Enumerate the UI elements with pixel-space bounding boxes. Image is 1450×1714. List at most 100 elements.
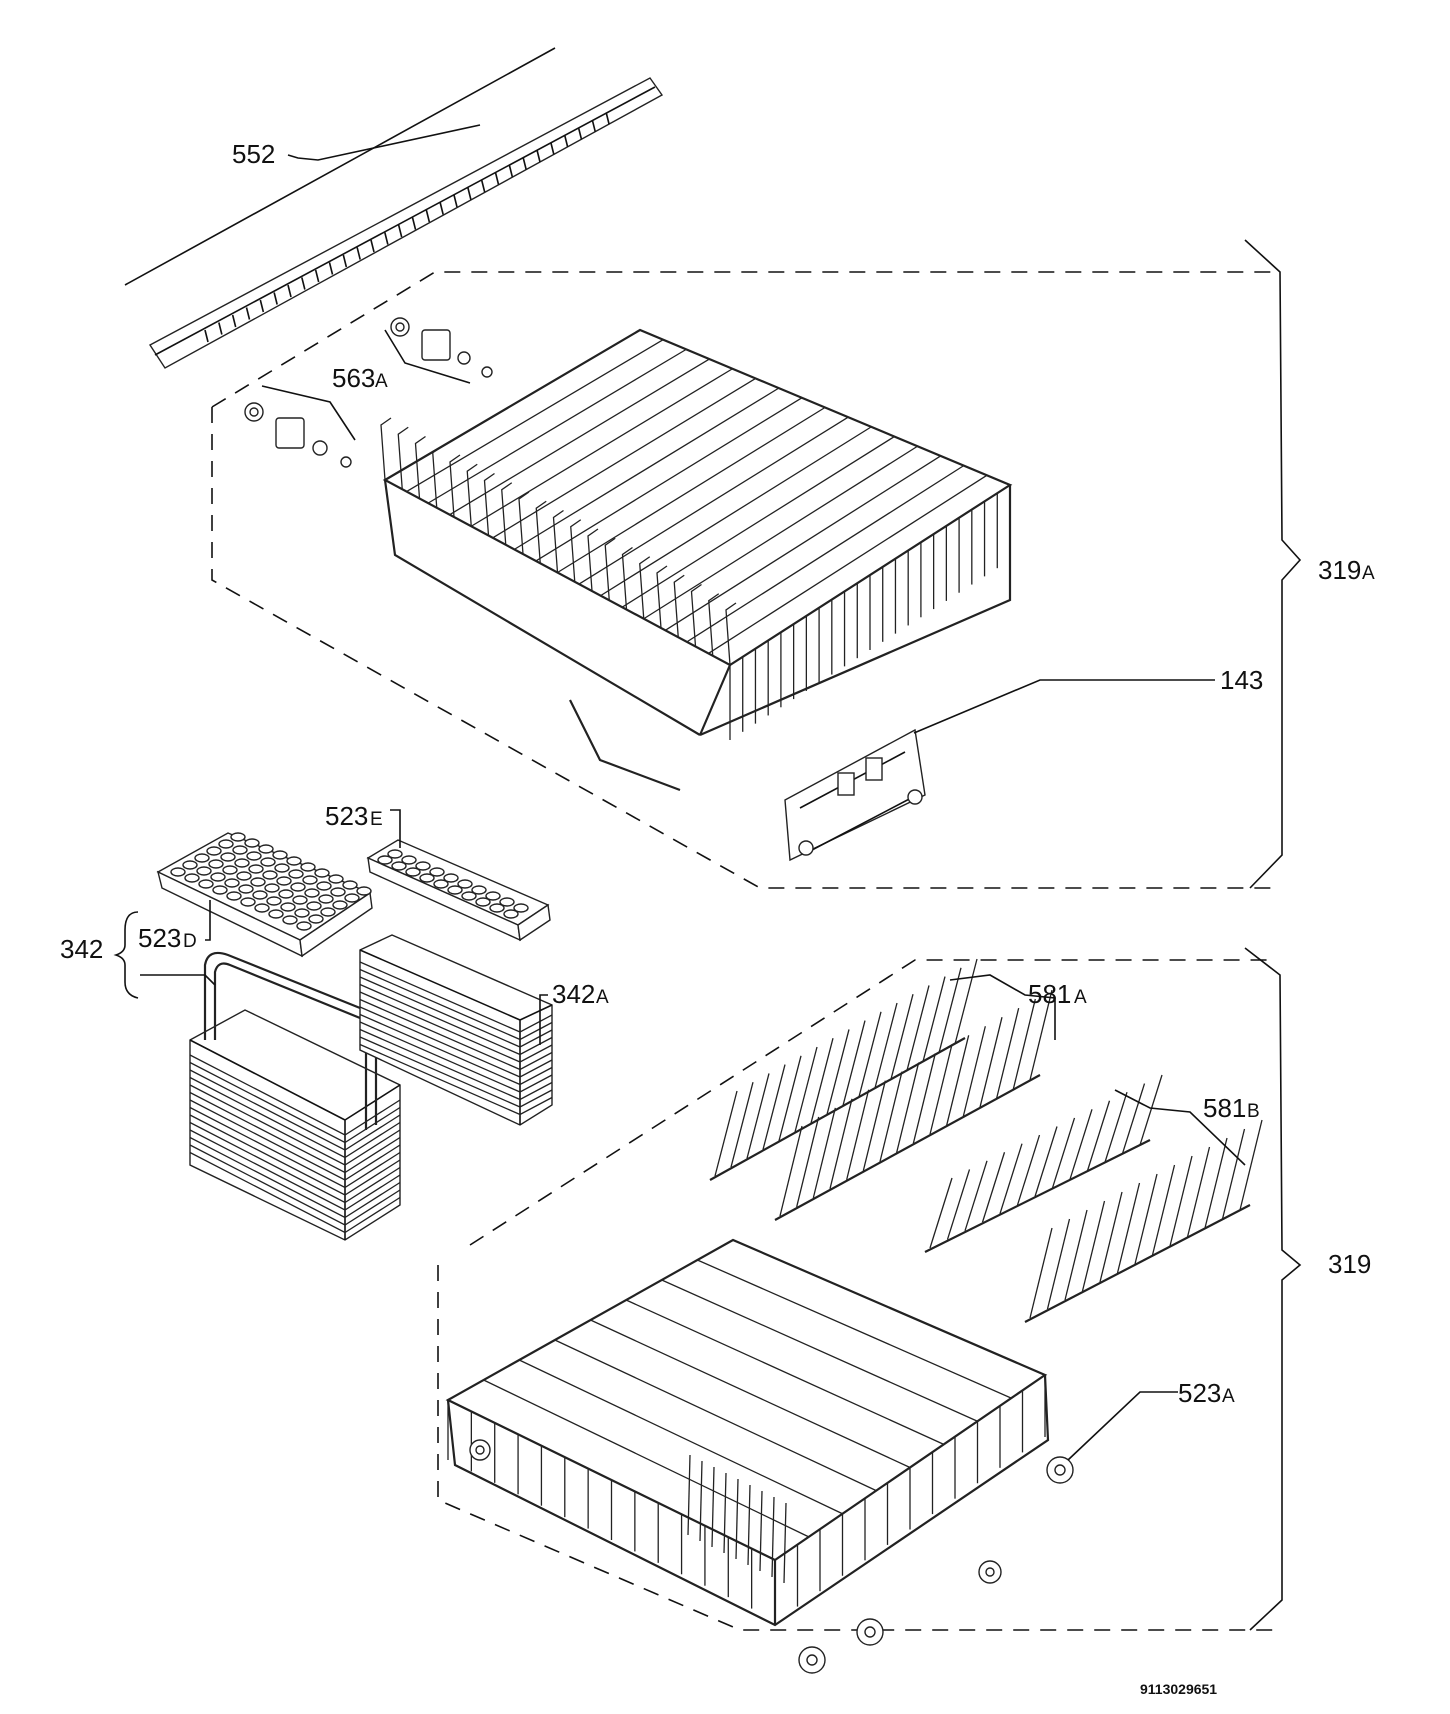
rack-tine (725, 602, 737, 666)
rack-tine (397, 426, 409, 490)
grid-hole (344, 893, 360, 903)
rack-tine (466, 463, 478, 527)
rack-wire (661, 1279, 978, 1422)
rack-tine (1016, 1134, 1041, 1206)
rack-tine (1134, 1173, 1158, 1265)
grid-hole (244, 838, 260, 848)
rail-slot (591, 119, 597, 133)
rack-wire (535, 397, 803, 562)
rack-tine (1081, 1200, 1106, 1292)
rack-tine (1221, 1128, 1246, 1220)
rack-tine (762, 1064, 786, 1150)
rack-tine (1139, 1074, 1163, 1146)
basket-ring (189, 1091, 401, 1174)
grid-hole (356, 886, 372, 896)
grid-hole (290, 882, 306, 892)
grid-hole (433, 879, 449, 889)
basket-ring (359, 998, 553, 1071)
grid-hole (332, 900, 348, 910)
label-319a: 319 A (1318, 555, 1375, 585)
rail-slot (328, 262, 334, 275)
basket-ring (189, 1099, 401, 1181)
cutlery-grid-523d (156, 832, 373, 958)
grid-hole (489, 903, 505, 913)
wheel-523a (1046, 1456, 1074, 1484)
grid-hole (266, 896, 282, 906)
rack-wire (470, 368, 733, 527)
rack-tine (735, 1478, 739, 1560)
rack-tine (1069, 1109, 1093, 1180)
rail-slot (314, 269, 320, 283)
grid-hole (461, 891, 477, 901)
grid-hole (471, 885, 487, 895)
lower-basket (445, 1238, 1050, 1674)
rack-tine (730, 1082, 754, 1168)
rail-slot (467, 187, 472, 200)
rack-tine (690, 583, 702, 647)
rack-wire (708, 474, 988, 654)
rack-tine (996, 1007, 1020, 1099)
grid-hole (499, 897, 515, 907)
rack-tine (639, 556, 651, 619)
grid-hole (250, 877, 266, 887)
grid-hole (296, 921, 312, 931)
rail-slot (384, 232, 389, 245)
part-number-581a: 581 (1028, 979, 1071, 1009)
rack-wire (697, 1259, 1012, 1399)
basket-ring (189, 1061, 401, 1144)
rack-tine (862, 1080, 886, 1171)
rack-tine (414, 435, 426, 499)
upper-basket (380, 328, 1013, 792)
rack-wire (578, 416, 849, 585)
basket-ring (359, 1013, 553, 1086)
rack-wire (554, 1339, 877, 1492)
grid-hole (429, 867, 445, 877)
rail-slot (522, 157, 527, 170)
grid-hole (218, 839, 234, 849)
label-319: 319 (1328, 1249, 1371, 1279)
rack-tine (979, 1017, 1003, 1108)
basket-ring (189, 1121, 401, 1204)
grid-hole (306, 901, 322, 911)
grid-hole (415, 861, 431, 871)
grid-hole (278, 889, 294, 899)
rack-wire (625, 1299, 945, 1445)
rack-tine (981, 1152, 1006, 1223)
grid-hole (236, 871, 252, 881)
rail-slot (204, 329, 209, 343)
label-342a: 342 A (539, 979, 609, 1045)
rack-wire (483, 1379, 810, 1538)
rack-wire (427, 348, 687, 504)
grid-hole (280, 902, 296, 912)
grid-hole (234, 858, 250, 868)
rail-slot (245, 307, 251, 320)
grid-hole (294, 908, 310, 918)
grid-hole (475, 897, 491, 907)
grid-hole (276, 876, 292, 886)
grid-hole (226, 891, 242, 901)
rack-tine (879, 1071, 903, 1162)
basket-ring (189, 1069, 401, 1151)
rack-wire (518, 1359, 843, 1515)
rack-tine (1029, 989, 1053, 1081)
part-number-581b: 581 (1203, 1093, 1246, 1123)
basket-ring (359, 968, 553, 1041)
part-number-523a: 523 (1178, 1378, 1221, 1408)
cutlery-basket-342a (359, 934, 553, 1126)
rack-tine (621, 546, 633, 610)
grid-hole (485, 891, 501, 901)
rack-tine (771, 1496, 775, 1578)
basket-ring (359, 983, 553, 1056)
lower-basket-outline (437, 947, 1302, 1631)
rack-tine (552, 509, 564, 573)
part-number-342: 342 (60, 934, 103, 964)
part-suffix-523d: D (183, 931, 197, 952)
grid-hole (405, 867, 421, 877)
grid-hole (260, 857, 276, 867)
part-suffix-523e: E (370, 809, 383, 830)
rail-slot (439, 202, 444, 215)
label-552: 552 (232, 124, 481, 169)
rack-tine (570, 519, 582, 582)
rail-slot (550, 142, 555, 155)
